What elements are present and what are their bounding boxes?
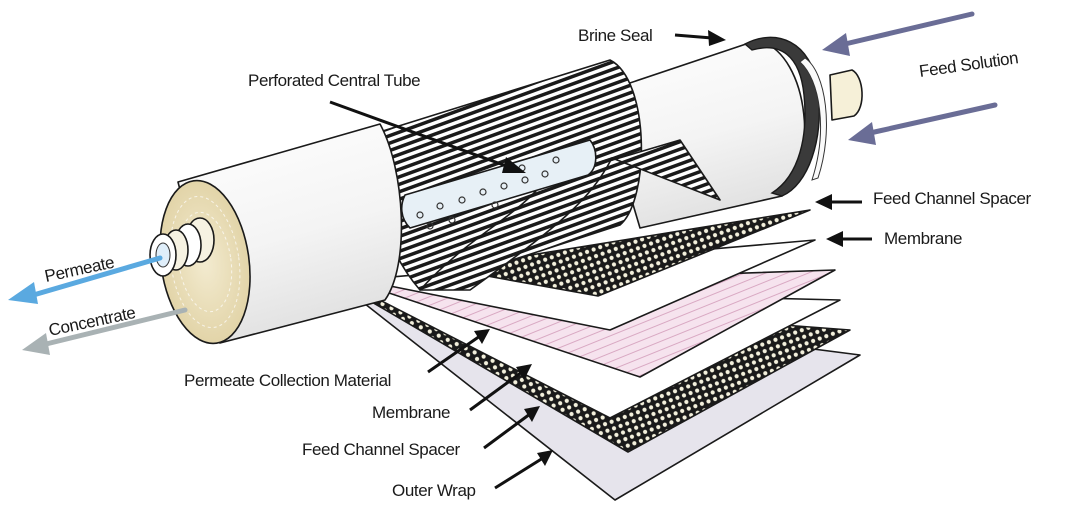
permeate-outlet-tube <box>149 217 215 277</box>
pointer-membrane-right <box>826 231 872 247</box>
feed-arrow-bottom <box>848 102 998 145</box>
pointer-membrane-bottom <box>469 364 532 412</box>
feed-arrow-top <box>822 11 975 56</box>
concentrate-arrow <box>22 307 188 355</box>
label-membrane-bottom: Membrane <box>372 403 450 422</box>
feed-inlet-tube <box>829 69 863 121</box>
label-feed-spacer-bottom: Feed Channel Spacer <box>302 440 461 459</box>
pointer-feed-spacer-right <box>815 194 862 210</box>
tube-perforations <box>416 156 560 230</box>
pointer-brine-seal <box>674 30 726 46</box>
perforated-central-tube <box>400 139 597 230</box>
label-feed-spacer-right: Feed Channel Spacer <box>873 189 1032 208</box>
pointer-central-tube <box>329 100 526 173</box>
label-permeate-collection: Permeate Collection Material <box>184 371 391 390</box>
brine-seal <box>743 36 827 197</box>
pointer-feed-spacer-bottom <box>483 406 540 450</box>
end-cap <box>159 179 251 345</box>
label-membrane-right: Membrane <box>884 229 962 248</box>
label-central-tube: Perforated Central Tube <box>248 71 420 90</box>
label-brine-seal: Brine Seal <box>578 26 652 45</box>
label-outer-wrap: Outer Wrap <box>392 481 476 500</box>
permeate-arrow <box>8 255 163 304</box>
pointer-permeate-collection <box>427 329 490 374</box>
pointer-outer-wrap <box>494 450 553 490</box>
label-feed-solution: Feed Solution <box>918 48 1019 81</box>
